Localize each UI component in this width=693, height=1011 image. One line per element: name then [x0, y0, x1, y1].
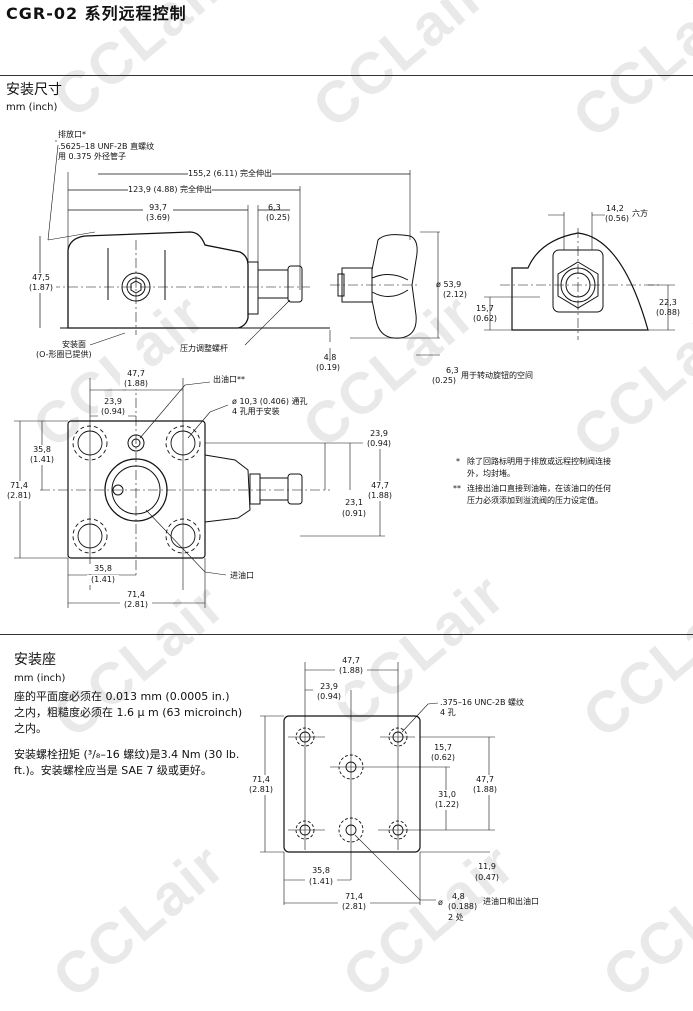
end-view-drawing [484, 212, 675, 340]
note-2-line-1: 连接出油口直接到油箱，在该油口的任何 [467, 484, 611, 493]
dim-123-9: 123,9 (4.88) 完全伸出 [128, 185, 213, 195]
outlet-label: 出油口** [213, 375, 245, 384]
flatness-paragraph: 座的平面度必须在 0.013 mm (0.0005 in.) 之内，粗糙度必须在… [14, 689, 242, 737]
pad-dim-71-4-left: 71,4 [245, 775, 277, 785]
dim-14-2-inch: (0.56) [605, 214, 630, 223]
thread-label: .375–16 UNC-2B 螺纹 [440, 698, 524, 707]
dim-23-9-right: 23,9 [363, 429, 395, 439]
thread-count: 4 孔 [440, 708, 456, 717]
unit-label: mm (inch) [6, 102, 58, 113]
mounting-face-note: (O-形圈已提供) [36, 350, 92, 359]
dim-71-4-bottom-inch: (2.81) [120, 600, 152, 610]
dim-22-3: 22,3 [659, 298, 677, 307]
dim-23-9-top-inch: (0.94) [98, 407, 128, 417]
ports-label: 进油口和出油口 [483, 897, 539, 906]
dim-35-8-bottom-inch: (1.41) [87, 575, 119, 585]
para-line: 安装螺栓扭矩 (³/₈–16 螺纹)是3.4 Nm (30 lb. [14, 748, 240, 761]
dim-23-9-right-inch: (0.94) [363, 439, 395, 449]
dim-4-8: 4,8 [323, 353, 337, 362]
dim-53-9: ø 53,9 [436, 280, 462, 289]
dim-71-4-left-inch: (2.81) [4, 491, 34, 501]
mounting-face-label: 安装面 [62, 340, 86, 349]
pad-dim-11-9: 11,9 [478, 862, 496, 871]
pad-dim-11-9-inch: (0.47) [474, 873, 500, 882]
note-1-line-1: 除了回路标明用于排放或远程控制阀连接 [467, 457, 611, 466]
dim-22-3-inch: (0.88) [656, 308, 681, 317]
torque-paragraph: 安装螺栓扭矩 (³/₈–16 螺纹)是3.4 Nm (30 lb. ft.)。安… [14, 747, 239, 779]
para-line: 之内，粗糙度必须在 1.6 µ m (63 microinch) [14, 706, 243, 719]
dim-15-7-inch: (0.62) [473, 314, 498, 323]
section-divider [0, 75, 693, 76]
plan-view-drawing [14, 378, 385, 608]
pad-dim-23-9: 23,9 [313, 682, 345, 692]
dim-71-4-left: 71,4 [4, 481, 34, 491]
inlet-label: 进油口 [230, 571, 254, 580]
dim-47-7-right-inch: (1.88) [364, 491, 396, 501]
dim-4-8-inch: (0.19) [315, 363, 341, 372]
mount-holes-label: ø 10,3 (0.406) 通孔 [232, 397, 308, 406]
pad-dim-15-7-inch: (0.62) [430, 753, 456, 762]
dim-47-7-right: 47,7 [364, 481, 396, 491]
drain-port-label: 排放口* [58, 130, 86, 139]
note-2-mark: ** [453, 484, 461, 493]
hex-label: 六方 [632, 209, 648, 218]
pad-dim-47-7-right-inch: (1.88) [469, 785, 501, 795]
pad-dim-47-7-right: 47,7 [469, 775, 501, 785]
dim-47-5: 47,5 [26, 273, 56, 283]
dim-knob-clearance-inch: (0.25) [432, 376, 457, 385]
dim-53-9-inch: (2.12) [443, 290, 468, 299]
pad-dim-71-4-bottom-inch: (2.81) [338, 902, 370, 912]
dim-93-7-inch: (3.69) [143, 213, 173, 223]
dim-93-7: 93,7 [143, 203, 173, 213]
dim-155-2: 155,2 (6.11) 完全伸出 [188, 169, 273, 179]
dim-23-9-top: 23,9 [98, 397, 128, 407]
dim-6-3-inch: (0.25) [266, 213, 291, 222]
dim-47-7-top: 47,7 [120, 369, 152, 379]
dim-35-8-left-inch: (1.41) [27, 455, 57, 465]
port-count: 2 处 [448, 913, 464, 922]
adjust-screw-label: 压力调整螺杆 [180, 344, 228, 353]
section-heading-mounting-pad: 安装座 [14, 652, 56, 668]
dim-14-2: 14,2 [606, 204, 624, 213]
pad-dim-31-0: 31,0 [431, 790, 463, 800]
note-1-mark: * [456, 457, 460, 466]
para-line: 座的平面度必须在 0.013 mm (0.0005 in.) [14, 690, 230, 703]
note-1-line-2: 外，均封堵。 [467, 469, 515, 478]
pad-dim-31-0-inch: (1.22) [431, 800, 463, 810]
dim-35-8-left: 35,8 [27, 445, 57, 455]
section-divider [0, 634, 693, 635]
dim-71-4-bottom: 71,4 [120, 590, 152, 600]
pad-dim-23-9-inch: (0.94) [313, 692, 345, 702]
pad-dim-15-7: 15,7 [434, 743, 452, 752]
dim-23-1: 23,1 [345, 498, 363, 507]
dim-knob-clearance: 6,3 [446, 366, 459, 375]
pad-dim-47-7-top: 47,7 [335, 656, 367, 666]
dim-35-8-bottom: 35,8 [87, 564, 119, 574]
unit-label: mm (inch) [14, 673, 66, 684]
page-title: CGR-02 系列远程控制 [6, 4, 187, 23]
section-heading-dimensions: 安装尺寸 [6, 82, 62, 98]
dim-15-7: 15,7 [476, 304, 494, 313]
mount-holes-count: 4 孔用于安装 [232, 407, 280, 416]
knob-view-drawing [330, 231, 440, 356]
para-line: 之内。 [14, 722, 47, 735]
dim-6-3: 6,3 [268, 203, 281, 212]
drain-port-tube: 用 0.375 外径管子 [58, 152, 126, 161]
port-dia-symbol: ø [438, 898, 443, 907]
pad-dim-47-7-top-inch: (1.88) [335, 666, 367, 676]
pad-dim-71-4-bottom: 71,4 [338, 892, 370, 902]
drain-port-thread: .5625–18 UNF-2B 直螺纹 [58, 142, 155, 151]
dim-47-7-top-inch: (1.88) [120, 379, 152, 389]
para-line: ft.)。安装螺栓应当是 SAE 7 级或更好。 [14, 764, 212, 777]
note-2-line-2: 压力必须添加到溢流阀的压力设定值。 [467, 496, 603, 505]
pad-dim-35-8: 35,8 [305, 866, 337, 876]
dim-47-5-inch: (1.87) [26, 283, 56, 293]
pad-dim-35-8-inch: (1.41) [305, 877, 337, 887]
dim-23-1-inch: (0.91) [341, 509, 367, 518]
knob-space-label: 用于转动旋钮的空间 [461, 371, 533, 380]
pad-dim-71-4-left-inch: (2.81) [245, 785, 277, 795]
port-dia-inch: (0.188) [448, 902, 478, 911]
port-dia: 4,8 [452, 892, 465, 901]
